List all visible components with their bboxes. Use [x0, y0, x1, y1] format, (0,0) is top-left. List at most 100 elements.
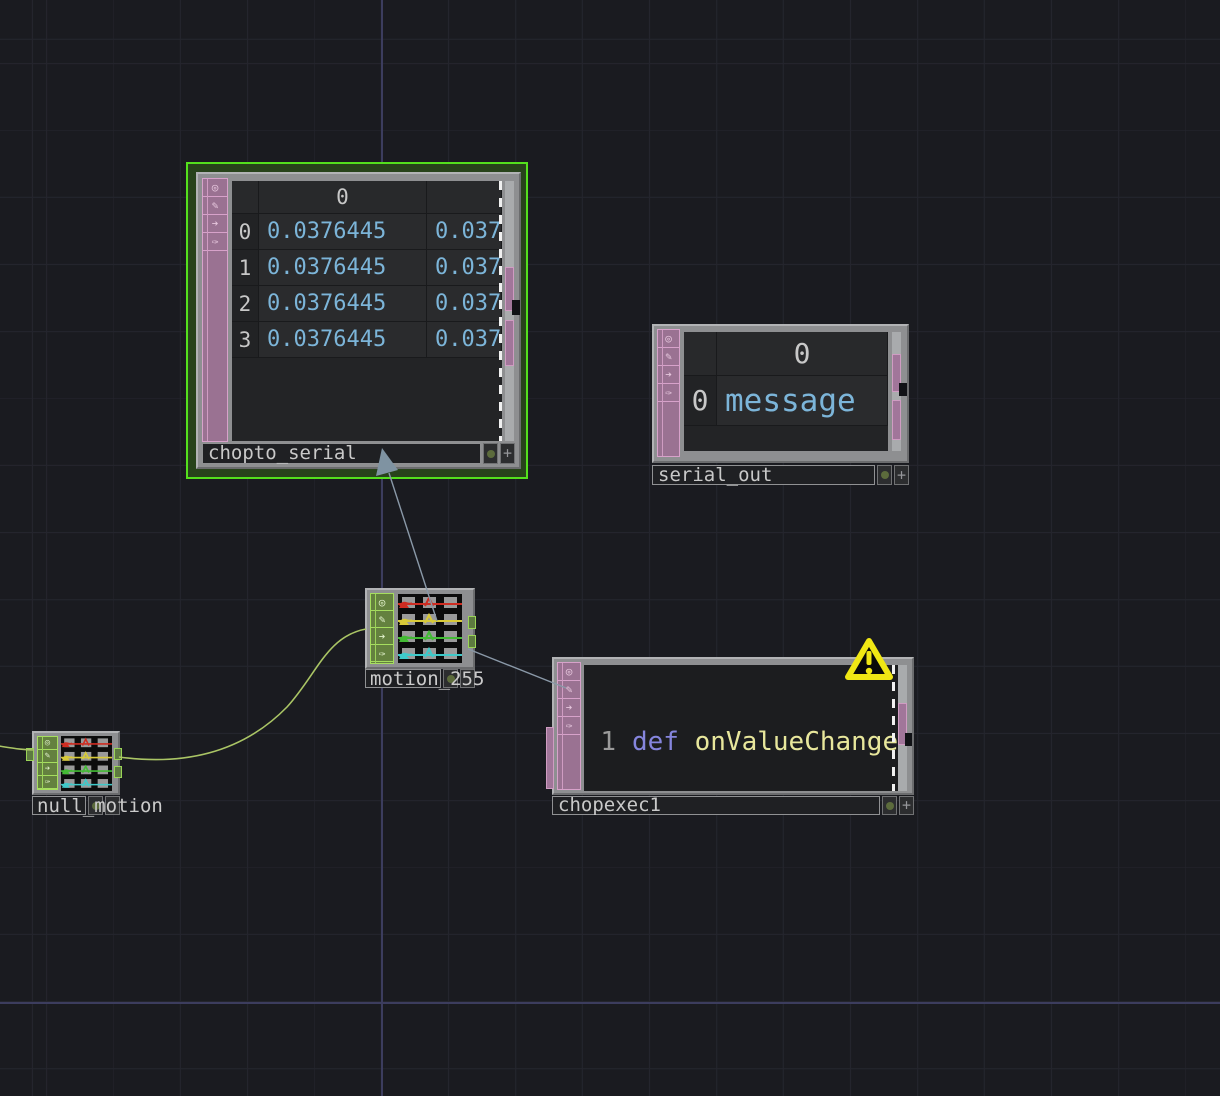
viewer-dot-button[interactable]: [483, 443, 498, 464]
expand-button[interactable]: +: [500, 443, 515, 464]
table-cell: 0.037: [427, 214, 502, 250]
channel-waveforms: [398, 595, 462, 659]
node-motion-255[interactable]: ◎ ✎ ➔ ✑: [365, 588, 476, 669]
chop-channel-thumbnail[interactable]: [398, 594, 462, 663]
output-connector[interactable]: [468, 635, 476, 648]
viewer-dot-button[interactable]: [882, 796, 897, 815]
viewer-flag-icon[interactable]: ◎: [558, 663, 580, 681]
table-cell: 0.0376445: [259, 322, 427, 358]
table-cell: 0.0376445: [259, 286, 427, 322]
row-index: 2: [232, 286, 259, 322]
grid-origin-horizontal-line: [0, 1002, 1220, 1004]
input-connector-rail: [42, 737, 43, 789]
flag-column: ◎ ✎ ➔ ✑: [557, 662, 581, 790]
lock-flag-icon[interactable]: ✑: [38, 776, 57, 789]
node-name-chopto-serial[interactable]: chopto_serial: [202, 443, 481, 464]
viewer-resize-dashed-line[interactable]: [892, 665, 895, 791]
input-connector-rail: [207, 179, 208, 441]
lock-flag-icon[interactable]: ✑: [658, 384, 679, 402]
expand-button[interactable]: +: [894, 465, 909, 485]
lock-flag-icon[interactable]: ✑: [371, 645, 393, 662]
flag-column: ◎ ✎ ➔ ✑: [370, 593, 394, 664]
table-corner-cell: [684, 332, 717, 376]
table-row: 0 message: [684, 376, 888, 426]
input-connector-rail: [662, 330, 663, 456]
node-name-serial-out[interactable]: serial_out: [652, 465, 875, 485]
viewer-dot: [91, 801, 100, 810]
expand-button[interactable]: [105, 796, 120, 815]
edit-flag-icon[interactable]: ✎: [371, 611, 393, 628]
flag-column: ◎ ✎ ➔ ✑: [202, 178, 228, 442]
viewer-flag-icon[interactable]: ◎: [658, 330, 679, 348]
export-flag-icon[interactable]: ➔: [371, 628, 393, 645]
flag-column: ◎ ✎ ➔ ✑: [37, 736, 58, 790]
export-flag-icon[interactable]: ➔: [38, 763, 57, 776]
input-connector[interactable]: [26, 748, 34, 761]
node-name-box[interactable]: [32, 796, 86, 815]
edit-flag-icon[interactable]: ✎: [38, 750, 57, 763]
output-connector[interactable]: [892, 400, 901, 440]
dat-table-viewer[interactable]: 0 0 message: [684, 332, 888, 451]
chop-channel-thumbnail[interactable]: [61, 736, 112, 791]
node-chopto-serial[interactable]: ◎ ✎ ➔ ✑ 0 0 0.0376445 0.037 1 0.0376445 …: [196, 172, 521, 469]
output-connector[interactable]: [892, 354, 901, 392]
output-connector[interactable]: [505, 267, 514, 311]
output-nub[interactable]: [905, 733, 912, 746]
viewer-flag-icon[interactable]: ◎: [38, 737, 57, 750]
output-connector[interactable]: [898, 703, 907, 745]
viewer-dot: [446, 674, 455, 683]
dat-table-viewer[interactable]: 0 0 0.0376445 0.037 1 0.0376445 0.037 2 …: [232, 181, 502, 441]
edit-flag-icon[interactable]: ✎: [203, 197, 227, 215]
lock-flag-icon[interactable]: ✑: [203, 233, 227, 251]
row-index: 1: [232, 250, 259, 286]
output-connector[interactable]: [114, 766, 122, 778]
output-nub[interactable]: [899, 383, 907, 396]
viewer-resize-dashed-line[interactable]: [499, 181, 502, 441]
table-cell: 0.037: [427, 322, 502, 358]
chop-wire-null-motion-to-motion-255[interactable]: [118, 628, 367, 761]
node-null-motion[interactable]: ◎ ✎ ➔ ✑: [26, 731, 122, 795]
output-connector[interactable]: [114, 748, 122, 760]
code-function: onValueChange(c: [694, 727, 898, 757]
flag-column: ◎ ✎ ➔ ✑: [657, 329, 680, 457]
table-row: 0 0.0376445 0.037: [232, 214, 502, 250]
export-flag-icon[interactable]: ➔: [558, 699, 580, 717]
output-nub[interactable]: [512, 300, 520, 315]
edit-flag-icon[interactable]: ✎: [658, 348, 679, 366]
table-cell: 0.0376445: [259, 250, 427, 286]
channel-waveforms: [61, 737, 112, 788]
output-connector[interactable]: [468, 616, 476, 629]
input-connector[interactable]: [546, 727, 554, 789]
expand-button[interactable]: +: [899, 796, 914, 815]
output-connector[interactable]: [505, 320, 514, 366]
row-index: 0: [684, 376, 717, 426]
edit-flag-icon[interactable]: ✎: [558, 681, 580, 699]
table-corner-cell: [232, 181, 259, 214]
node-name-null-motion: null_motion: [37, 795, 163, 817]
export-flag-icon[interactable]: ➔: [658, 366, 679, 384]
table-row: 1 0.0376445 0.037: [232, 250, 502, 286]
node-serial-out[interactable]: ◎ ✎ ➔ ✑ 0 0 message: [652, 324, 909, 463]
viewer-dot-button[interactable]: [88, 796, 103, 815]
table-col-header: 0: [259, 181, 427, 214]
row-index: 0: [232, 214, 259, 250]
node-name-chopexec1[interactable]: chopexec1: [552, 796, 880, 815]
grid-origin-vertical-line: [381, 0, 383, 1096]
table-row: 3 0.0376445 0.037: [232, 322, 502, 358]
warning-icon[interactable]: [843, 636, 895, 683]
export-flag-icon[interactable]: ➔: [203, 215, 227, 233]
line-number: 1: [600, 727, 616, 757]
viewer-dot-button[interactable]: [443, 669, 458, 688]
viewer-flag-icon[interactable]: ◎: [371, 594, 393, 611]
table-row: 2 0.0376445 0.037: [232, 286, 502, 322]
table-cell: 0.0376445: [259, 214, 427, 250]
lock-flag-icon[interactable]: ✑: [558, 717, 580, 735]
output-connector-strip: [898, 665, 907, 791]
viewer-flag-icon[interactable]: ◎: [203, 179, 227, 197]
viewer-dot-button[interactable]: [877, 465, 892, 485]
